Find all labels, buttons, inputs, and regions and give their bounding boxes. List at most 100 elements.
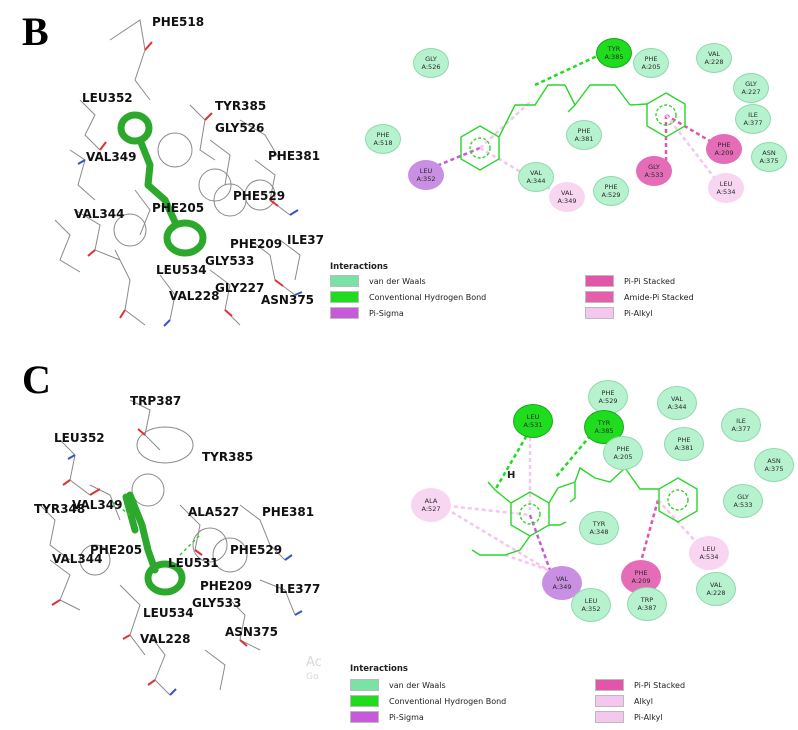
- residue-id: A:381: [674, 444, 694, 452]
- residue-id: A:527: [421, 505, 441, 513]
- label-3d: PHE209: [200, 579, 252, 593]
- label-3d: ILE37: [287, 233, 324, 247]
- label-3d: ASN375: [261, 293, 314, 307]
- legend-label: van der Waals: [389, 680, 446, 690]
- panel-b-legend: Interactions van der Waals Conventional …: [330, 262, 750, 322]
- label-3d: VAL344: [52, 552, 102, 566]
- ligand-2d: [460, 84, 686, 171]
- legend-swatch: [350, 679, 379, 691]
- residue-id: A:375: [759, 157, 779, 165]
- label-3d: TYR385: [215, 99, 266, 113]
- residue-name: LEU: [719, 180, 733, 188]
- label-3d: ASN375: [225, 625, 278, 639]
- label-3d: ILE377: [275, 582, 320, 596]
- nitrogen-sticks: [77, 159, 303, 327]
- residue-id: A:518: [373, 139, 393, 147]
- hbond-3d-lines: [109, 499, 201, 556]
- label-3d: ALA527: [188, 505, 239, 519]
- ligand-2d: [471, 466, 698, 556]
- residue-name: GLY: [737, 493, 749, 501]
- label-3d: PHE205: [152, 201, 204, 215]
- label-3d: LEU352: [82, 91, 133, 105]
- residue-id: A:352: [416, 175, 436, 183]
- legend-item: van der Waals: [350, 678, 446, 692]
- residue-id: A:533: [733, 501, 753, 509]
- legend-item: Conventional Hydrogen Bond: [330, 290, 486, 304]
- legend-swatch: [595, 679, 624, 691]
- pi-alkyl-line: [665, 114, 721, 186]
- label-3d: PHE529: [230, 543, 282, 557]
- oxygen-sticks: [87, 41, 284, 319]
- residue-name: GLY: [425, 55, 437, 63]
- legend-item: Conventional Hydrogen Bond: [350, 694, 506, 708]
- label-3d: VAL228: [169, 289, 219, 303]
- legend-swatch: [585, 291, 614, 303]
- residue-name: VAL: [670, 395, 684, 403]
- legend-title: Interactions: [330, 262, 388, 272]
- legend-swatch: [595, 695, 624, 707]
- alkyl-line: [439, 503, 549, 572]
- panel-c-3d-view: TRP387 LEU352 TYR385 TYR348 VAL349 ALA52…: [34, 394, 320, 696]
- residue-name: GLY: [648, 163, 660, 171]
- label-3d: LEU531: [168, 556, 219, 570]
- residue-id: A:387: [637, 604, 657, 612]
- residue-id: A:534: [699, 553, 719, 561]
- ligand-3d: [122, 491, 186, 596]
- residue-id: A:205: [641, 63, 661, 71]
- legend-label: Pi-Sigma: [389, 712, 424, 722]
- residue-name: ALA: [424, 497, 438, 505]
- label-3d: PHE209: [230, 237, 282, 251]
- residue-name: VAL: [707, 50, 721, 58]
- legend-label: Pi-Pi Stacked: [624, 276, 676, 286]
- pi-alkyl-line: [479, 101, 531, 149]
- panel-c-legend: Interactions van der Waals Conventional …: [350, 664, 770, 724]
- legend-item: Pi-Pi Stacked: [585, 274, 675, 288]
- residue-id: A:209: [631, 577, 651, 585]
- label-3d: VAL228: [140, 632, 190, 646]
- residue-name: LEU: [584, 597, 598, 605]
- residue-id: A:529: [598, 397, 618, 405]
- label-3d: VAL344: [74, 207, 124, 221]
- ligand-3d: [117, 111, 207, 257]
- residue-name: PHE: [634, 569, 648, 577]
- residue-name: PHE: [376, 131, 390, 139]
- label-3d: GLY227: [215, 281, 264, 295]
- legend-item: Pi-Sigma: [350, 710, 424, 724]
- residue-id: A:381: [574, 135, 594, 143]
- residue-id: A:205: [613, 453, 633, 461]
- legend-swatch: [330, 307, 359, 319]
- residue-name: VAL: [560, 189, 574, 197]
- legend-title: Interactions: [350, 664, 408, 674]
- panel-b-3d-view: PHE518 LEU352 TYR385 GLY526 VAL349 PHE38…: [54, 15, 324, 327]
- label-3d: TRP387: [130, 394, 181, 408]
- legend-item: Pi-Alkyl: [595, 710, 663, 724]
- legend-label: Pi-Sigma: [369, 308, 404, 318]
- label-3d: PHE529: [233, 189, 285, 203]
- alkyl-line: [439, 503, 531, 517]
- residue-id: A:348: [589, 528, 609, 536]
- residue-id: A:385: [594, 427, 614, 435]
- legend-swatch: [350, 711, 379, 723]
- legend-label: Pi-Pi Stacked: [634, 680, 686, 690]
- residue-id: A:228: [706, 589, 726, 597]
- label-3d: GLY533: [205, 254, 254, 268]
- oxygen-sticks: [51, 428, 248, 686]
- residue-name: PHE: [717, 141, 731, 149]
- residue-id: A:377: [743, 119, 763, 127]
- legend-label: Alkyl: [634, 696, 653, 706]
- residue-name: VAL: [529, 169, 543, 177]
- residue-id: A:533: [644, 171, 664, 179]
- legend-item: Pi-Sigma: [330, 306, 404, 320]
